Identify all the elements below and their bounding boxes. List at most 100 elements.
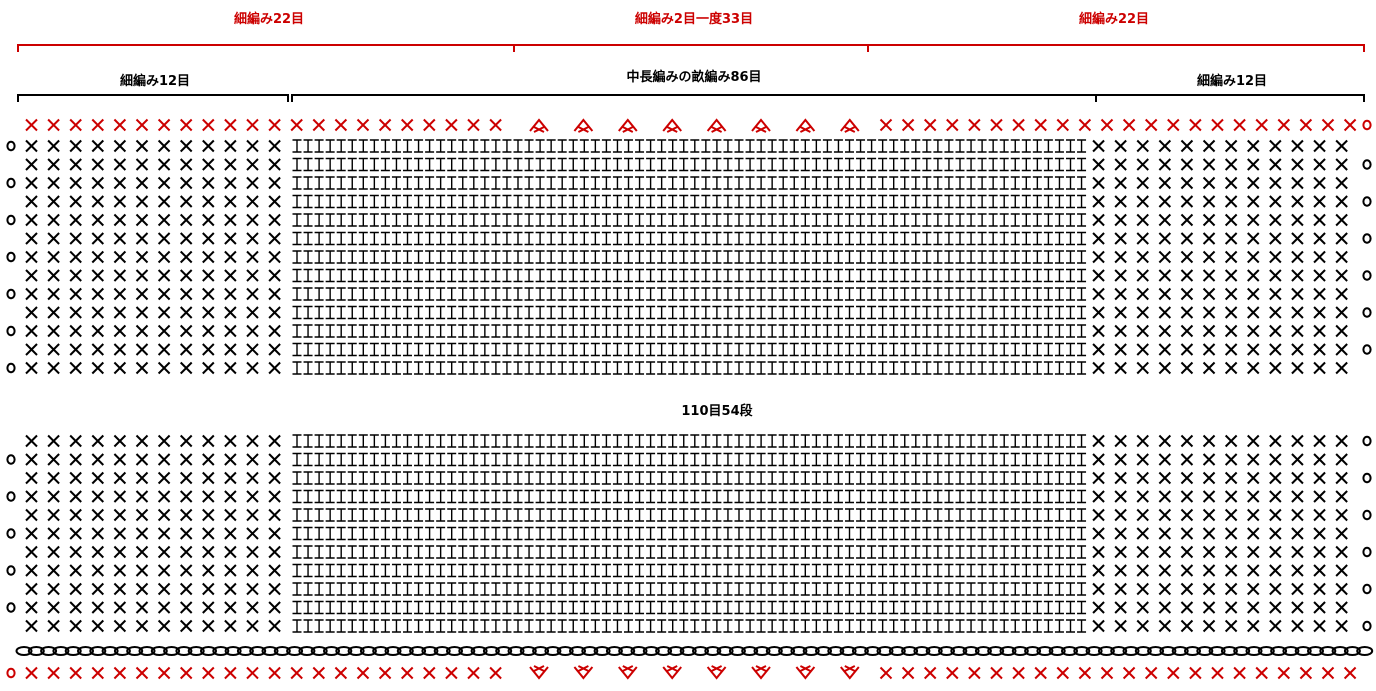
- hdc-stitch: [469, 452, 479, 467]
- hdc-stitch: [1054, 324, 1064, 338]
- hdc-stitch: [358, 471, 368, 485]
- hdc-stitch: [679, 342, 689, 357]
- hdc-stitch: [723, 526, 733, 541]
- hdc-stitch: [701, 157, 711, 172]
- hdc-stitch: [557, 361, 567, 375]
- hdc-stitch: [657, 305, 667, 320]
- hdc-stitch: [1032, 250, 1042, 264]
- sc-stitch: [69, 601, 82, 614]
- hdc-stitch: [933, 231, 943, 246]
- sc-stitch: [25, 176, 38, 190]
- hdc-stitch: [590, 231, 600, 246]
- sc-stitch: [157, 453, 171, 466]
- hdc-stitch: [767, 139, 777, 153]
- hdc-stitch: [1043, 176, 1053, 190]
- hdc-stitch: [414, 471, 424, 485]
- hdc-stitch: [425, 139, 435, 153]
- sc-stitch: [1092, 564, 1105, 577]
- hdc-stitch: [867, 471, 877, 485]
- hdc-stitch: [635, 545, 645, 559]
- hdc-stitch: [325, 508, 335, 522]
- hdc-stitch: [447, 452, 457, 467]
- hdc-stitch: [458, 600, 468, 615]
- hdc-stitch: [524, 268, 534, 283]
- hdc-stitch: [1066, 526, 1075, 541]
- hdc-stitch: [524, 452, 534, 467]
- hdc-stitch: [789, 545, 799, 559]
- hdc-stitch: [1043, 250, 1053, 264]
- sc-stitch: [1202, 324, 1216, 338]
- hdc-stitch: [480, 545, 490, 559]
- sc-stitch: [1202, 139, 1216, 153]
- hdc-stitch: [900, 305, 910, 320]
- sc-stitch: [1291, 158, 1304, 171]
- sc-stitch: [1335, 508, 1348, 522]
- hdc-stitch: [513, 471, 523, 485]
- hdc-stitch: [1054, 250, 1064, 264]
- hdc-stitch: [414, 139, 424, 153]
- chain-stitch: [544, 646, 562, 656]
- hdc-stitch: [789, 342, 799, 357]
- hdc-stitch: [911, 250, 921, 264]
- sc-stitch: [1247, 250, 1260, 264]
- hdc-stitch: [845, 471, 854, 485]
- sc-stitch: [246, 250, 259, 264]
- sc-top-stitch: [246, 118, 259, 132]
- hdc-stitch: [414, 600, 424, 615]
- hdc-stitch: [590, 324, 600, 338]
- hdc-stitch: [469, 582, 479, 596]
- sc-stitch: [69, 195, 82, 208]
- hdc-stitch: [347, 305, 357, 320]
- hdc-stitch: [900, 250, 910, 264]
- hdc-stitch: [701, 213, 711, 227]
- hdc-stitch: [358, 582, 368, 596]
- sc-stitch: [1313, 361, 1326, 375]
- hdc-stitch: [380, 489, 390, 504]
- hdc-stitch: [933, 250, 943, 264]
- hdc-stitch: [612, 157, 622, 172]
- hdc-stitch: [889, 324, 899, 338]
- sc-stitch: [202, 306, 215, 319]
- hdc-stitch: [811, 619, 821, 633]
- hdc-stitch: [867, 361, 877, 375]
- sc-stitch: [179, 508, 193, 522]
- chain-stitch: [1319, 646, 1337, 656]
- hdc-stitch: [701, 305, 711, 320]
- hdc-stitch: [314, 619, 324, 633]
- hdc-stitch: [977, 250, 987, 264]
- hdc-stitch: [800, 526, 810, 541]
- sc-stitch: [1291, 269, 1304, 282]
- hdc-stitch: [944, 139, 954, 153]
- hdc-stitch: [966, 361, 976, 375]
- hdc-stitch: [546, 361, 556, 375]
- chain-stitch: [224, 646, 242, 656]
- hdc-stitch: [822, 213, 832, 227]
- hdc-stitch: [966, 452, 976, 467]
- sc-stitch: [1202, 232, 1216, 245]
- bracket-mid-left: [17, 94, 289, 102]
- sc-stitch: [1269, 176, 1282, 190]
- hdc-stitch: [579, 563, 589, 578]
- hdc-stitch: [502, 268, 512, 283]
- hdc-stitch: [734, 471, 744, 485]
- sc-stitch: [1224, 213, 1238, 227]
- hdc-stitch: [723, 361, 733, 375]
- sc-bottom-stitch: [356, 666, 370, 680]
- sc-stitch: [1335, 195, 1348, 208]
- sc-stitch: [1136, 232, 1149, 245]
- hdc-stitch: [756, 194, 766, 209]
- sc-bottom-stitch: [246, 666, 259, 680]
- sc-top-stitch: [312, 118, 326, 132]
- hdc-stitch: [1010, 139, 1020, 153]
- hdc-stitch: [944, 361, 954, 375]
- hdc-stitch: [734, 545, 744, 559]
- hdc-stitch: [546, 268, 556, 283]
- hdc-stitch: [458, 268, 468, 283]
- hdc-stitch: [734, 582, 744, 596]
- hdc-stitch: [878, 287, 888, 301]
- hdc-stitch: [414, 361, 424, 375]
- chain-stitch: [1331, 646, 1349, 656]
- sc-stitch: [1313, 139, 1326, 153]
- hdc-stitch: [524, 619, 534, 633]
- sc-stitch: [179, 324, 193, 338]
